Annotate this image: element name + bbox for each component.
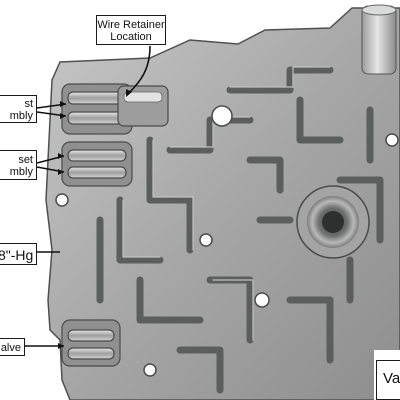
callout-adjuster-lower: set mbly: [0, 150, 37, 180]
fluid-passages: [96, 66, 384, 394]
callout-valve: alve: [0, 338, 25, 356]
valve-bore-column: [61, 83, 133, 367]
callout-wire-retainer-location: Wire Retainer Location: [96, 15, 166, 45]
callout-wire-retainer-line1: Wire Retainer: [97, 19, 165, 31]
callout-adjuster-upper: st mbly: [0, 95, 37, 123]
callout-vacuum-reading: 8"-Hg: [0, 243, 37, 265]
callout-corner-label: Va: [376, 360, 400, 400]
callout-adjuster-lower-line2: mbly: [9, 166, 33, 178]
callout-adjuster-lower-line1: set: [18, 154, 33, 166]
callout-valve-text: alve: [0, 342, 21, 354]
callout-wire-retainer-line2: Location: [110, 31, 152, 43]
callout-vacuum-text: 8"-Hg: [0, 247, 34, 263]
bolt-holes: [55, 105, 399, 377]
callout-adjuster-upper-line2: mbly: [9, 110, 33, 122]
callout-adjuster-upper-line1: st: [24, 98, 33, 110]
callout-corner-text: Va: [383, 370, 400, 387]
outlet-tube: [361, 5, 397, 75]
